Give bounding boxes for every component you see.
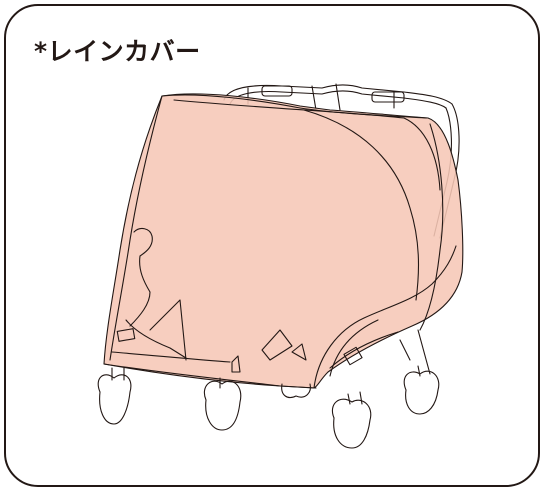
caption-title: *レインカバー: [34, 37, 201, 66]
stroller-wheels: [97, 365, 440, 449]
stroller-frame: [223, 83, 460, 239]
rain-cover: [103, 93, 464, 389]
